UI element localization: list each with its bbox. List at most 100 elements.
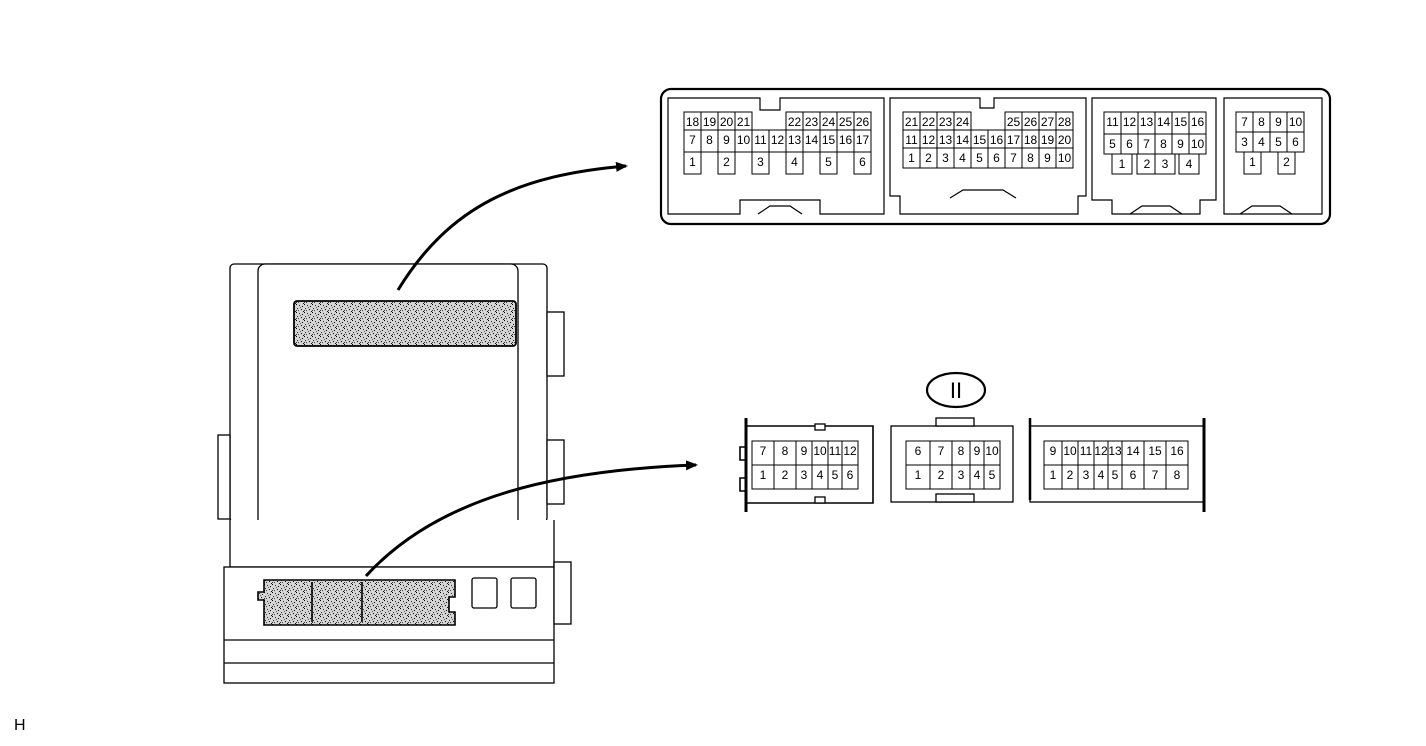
upper-connector-pin-number: 23 — [939, 115, 953, 129]
upper-connector-pin-number: 27 — [1041, 115, 1055, 129]
lower-connector-pin-number: 4 — [1098, 468, 1105, 482]
lower-connector-cavity — [841, 464, 859, 490]
upper-connector-pin-number: 7 — [1241, 115, 1248, 129]
lower-connector-pin-number: 10 — [1063, 444, 1077, 458]
upper-connector-pin-number: 7 — [689, 133, 696, 147]
upper-connector-pin-number: 5 — [1275, 135, 1282, 149]
upper-connector-pin-number: 28 — [1058, 115, 1072, 129]
upper-connector-pin-number: 8 — [1160, 137, 1167, 151]
lower-connector-pin-number: 10 — [813, 444, 827, 458]
lower-connector-pin-number: 2 — [1067, 468, 1074, 482]
upper-connector-pin-number: 24 — [956, 115, 970, 129]
upper-connector-cavity — [717, 151, 736, 175]
upper-connector-pin-number: 26 — [856, 115, 870, 129]
upper-connector-pin-number: 3 — [942, 151, 949, 165]
upper-connector-pin-number: 3 — [1162, 157, 1169, 171]
lower-connector-pin-number: 12 — [1094, 444, 1108, 458]
lower-connector-socket — [257, 579, 456, 626]
lower-connector-pin-number: 7 — [760, 444, 767, 458]
upper-connector-pin-number: 10 — [1191, 137, 1205, 151]
connector-label-badge — [925, 371, 987, 409]
lower-connector-pin-number: 13 — [1108, 444, 1122, 458]
upper-connector-pin-number: 21 — [905, 115, 919, 129]
upper-connector-pin-number: 4 — [1186, 157, 1193, 171]
upper-connector-pin-number: 2 — [723, 155, 730, 169]
lower-connector-pin-number: 2 — [938, 468, 945, 482]
upper-connector-pin-number: 24 — [822, 115, 836, 129]
upper-connector-pin-number: 25 — [839, 115, 853, 129]
lower-connector-pin-number: 9 — [1050, 444, 1057, 458]
upper-connector-pin-number: 10 — [737, 133, 751, 147]
upper-connector-pin-number: 3 — [757, 155, 764, 169]
upper-connector-pin-number: 3 — [1241, 135, 1248, 149]
upper-connector-pin-number: 2 — [1283, 155, 1290, 169]
upper-connector-pin-number: 16 — [990, 133, 1004, 147]
upper-connector-pin-number: 9 — [1177, 137, 1184, 151]
upper-connector-pin-number: 11 — [905, 133, 918, 147]
upper-connector-cavity — [1154, 153, 1176, 175]
upper-connector-cavity — [1111, 153, 1133, 175]
upper-connector-pin-number: 1 — [908, 151, 915, 165]
lower-connector-pin-number: 11 — [829, 444, 842, 458]
upper-connector-pin-number: 16 — [839, 133, 853, 147]
upper-connector-pin-number: 8 — [1027, 151, 1034, 165]
upper-connector-pin-number: 7 — [1143, 137, 1150, 151]
upper-connector-pin-number: 11 — [754, 133, 767, 147]
upper-connector-pin-number: 5 — [825, 155, 832, 169]
arrow-to-upper-connector — [396, 161, 628, 291]
corner-mark: H — [14, 717, 26, 734]
lower-connector-pin-number: 11 — [1080, 444, 1093, 458]
lower-connector-pin-number: 7 — [938, 444, 945, 458]
lower-connector-pin-number: 6 — [1130, 468, 1137, 482]
lower-connector-pin-number: 1 — [760, 468, 767, 482]
upper-connector-pin-number: 6 — [1292, 135, 1299, 149]
upper-connector-pin-number: 6 — [859, 155, 866, 169]
upper-connector-pin-number: 17 — [856, 133, 870, 147]
upper-connector-pin-number: 2 — [1144, 157, 1151, 171]
lower-connector-cavity — [905, 464, 931, 490]
upper-connector-socket — [293, 300, 517, 347]
upper-connector-pin-number: 14 — [956, 133, 970, 147]
lower-connector-pin-number: 12 — [843, 444, 857, 458]
lower-connector-pin-number: 10 — [985, 444, 999, 458]
upper-connector-pin-number: 25 — [1007, 115, 1021, 129]
lower-connector-pin-number: 1 — [1050, 468, 1057, 482]
upper-connector-pin-number: 23 — [805, 115, 819, 129]
upper-connector-pin-number: 19 — [703, 115, 717, 129]
upper-connector-cavity — [853, 151, 872, 175]
lower-connector-pin-number: 5 — [1112, 468, 1119, 482]
upper-connector-cavity — [1055, 147, 1074, 169]
upper-connector-cavity — [819, 151, 838, 175]
upper-connector-pin-number: 18 — [686, 115, 700, 129]
upper-connector-pin-number: 11 — [1106, 115, 1119, 129]
arrow-to-lower-connector — [364, 460, 698, 578]
upper-connector-cavity — [1178, 153, 1200, 175]
lower-connector-pin-number: 3 — [1083, 468, 1090, 482]
lower-connector-pin-number: 6 — [847, 468, 854, 482]
upper-connector-pin-number: 10 — [1058, 151, 1072, 165]
lower-connector-pin-number: 7 — [1152, 468, 1159, 482]
lower-connector-pin-number: 6 — [915, 444, 922, 458]
upper-connector-pin-number: 26 — [1024, 115, 1038, 129]
upper-connector-pin-number: 4 — [791, 155, 798, 169]
upper-connector-cavity — [683, 151, 702, 175]
lower-connector-pin-number: 9 — [801, 444, 808, 458]
connector-label: II — [950, 378, 962, 403]
upper-connector-pin-number: 8 — [1258, 115, 1265, 129]
upper-connector-pin-number: 1 — [1119, 157, 1126, 171]
upper-connector-pin-number: 22 — [788, 115, 802, 129]
lower-connector-cavity — [983, 464, 1001, 490]
upper-connector-pin-number: 16 — [1191, 115, 1205, 129]
upper-connector-pin-number: 9 — [1044, 151, 1051, 165]
upper-connector-pin-number: 1 — [1249, 155, 1256, 169]
upper-connector-pin-number: 6 — [1126, 137, 1133, 151]
upper-connector-pin-number: 13 — [788, 133, 802, 147]
lower-connector-pin-number: 8 — [958, 444, 965, 458]
upper-connector-cavity — [785, 151, 804, 175]
lower-connector-pin-number: 15 — [1148, 444, 1162, 458]
upper-connector-cavity — [1277, 151, 1296, 175]
lower-connector-pin-number: 8 — [782, 444, 789, 458]
upper-connector-pin-number: 19 — [1041, 133, 1055, 147]
upper-connector-pin-number: 10 — [1289, 115, 1303, 129]
